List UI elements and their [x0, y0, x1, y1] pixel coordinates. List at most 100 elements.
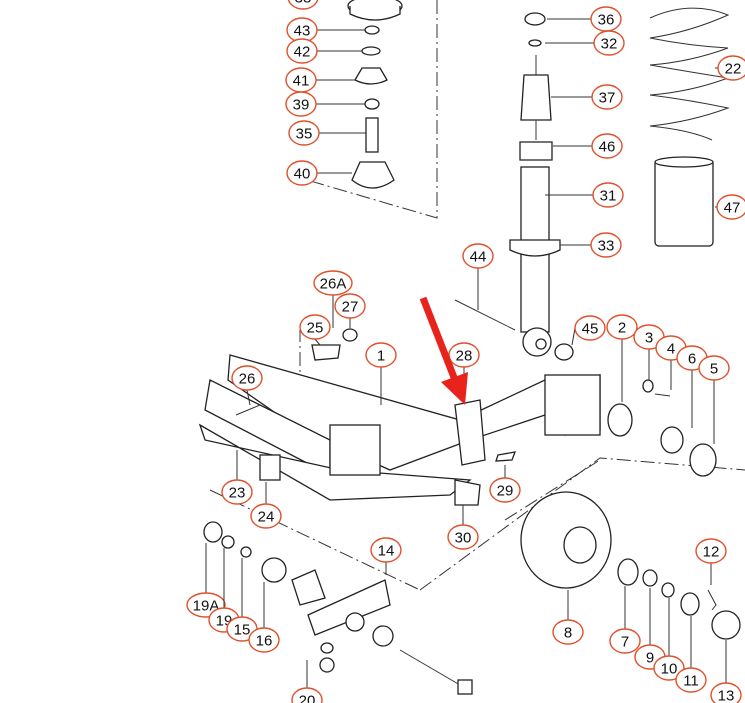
callout-7: 7: [609, 586, 641, 654]
callout-39: 39: [285, 91, 365, 117]
callout-number: 29: [497, 483, 514, 500]
callout-22: 22: [715, 55, 745, 81]
coil-spring: [649, 7, 730, 247]
callout-number: 26A: [320, 276, 347, 293]
callout-number: 4: [667, 341, 675, 358]
callout-number: 41: [293, 73, 310, 90]
callout-number: 45: [582, 321, 599, 338]
callout-circle: [489, 477, 521, 503]
callout-number: 33: [598, 238, 615, 255]
callout-number: 28: [456, 348, 473, 365]
callout-6: 6: [676, 345, 708, 428]
callout-13: 13: [710, 640, 742, 703]
callout-8: 8: [552, 590, 584, 645]
callout-circle: [313, 270, 353, 296]
callout-number: 10: [661, 661, 678, 678]
callout-circle: [299, 314, 331, 340]
callout-number: 15: [234, 622, 251, 639]
callout-41: 41: [285, 67, 355, 93]
callout-44: 44: [462, 243, 494, 310]
callout-circle: [462, 243, 494, 269]
callout-42: 42: [286, 38, 362, 64]
callout-46: 46: [553, 133, 623, 159]
callout-circle: [285, 91, 317, 117]
callout-number: 5: [710, 361, 718, 378]
callout-circle: [447, 524, 479, 550]
callout-number: 6: [688, 351, 696, 368]
callout-24: 24: [250, 482, 282, 529]
callout-circle: [370, 537, 402, 563]
callout-labels: 3843424139354036323746313322474426A27252…: [186, 0, 745, 703]
callout-circle: [286, 38, 318, 64]
callout-circle: [609, 628, 641, 654]
callout-number: 13: [718, 688, 735, 703]
callout-number: 14: [378, 543, 395, 560]
callout-number: 40: [294, 166, 311, 183]
callout-19a: 19A: [186, 543, 226, 618]
callout-number: 7: [621, 634, 629, 651]
callout-circle: [250, 503, 282, 529]
callout-number: 8: [564, 625, 572, 642]
leader-line: [246, 389, 251, 406]
callout-36: 36: [547, 6, 622, 32]
callout-circle: [695, 538, 727, 564]
callout-33: 33: [560, 232, 622, 258]
red-arrow-icon: [419, 296, 468, 405]
callout-45: 45: [571, 315, 606, 346]
callout-circle: [221, 479, 253, 505]
callout-circle: [552, 619, 584, 645]
callout-number: 30: [455, 530, 472, 547]
callout-27: 27: [334, 293, 366, 328]
callout-number: 42: [294, 44, 311, 61]
callout-23: 23: [221, 450, 253, 505]
callout-number: 39: [293, 97, 310, 114]
callout-number: 31: [600, 188, 617, 205]
callout-circle: [365, 342, 397, 368]
callout-43: 43: [286, 17, 365, 43]
shock-absorber: [509, 12, 561, 357]
callout-37: 37: [551, 84, 623, 110]
callout-35: 35: [288, 120, 366, 146]
mount-stack: [347, 0, 403, 189]
callout-29: 29: [489, 465, 521, 503]
callout-circle: [334, 293, 366, 319]
callout-47: 47: [715, 194, 745, 220]
callout-number: 20: [299, 693, 316, 703]
callout-number: 23: [229, 485, 246, 502]
callout-26a: 26A: [313, 270, 353, 328]
callout-number: 2: [618, 320, 626, 337]
callout-number: 43: [294, 23, 311, 40]
callout-1: 1: [365, 342, 397, 405]
callout-number: 38: [295, 0, 312, 7]
callout-circle: [591, 133, 623, 159]
callout-number: 47: [724, 200, 741, 217]
callout-circle: [590, 232, 622, 258]
callout-number: 19A: [193, 598, 220, 615]
callout-30: 30: [447, 505, 479, 550]
callout-number: 9: [646, 650, 654, 667]
callout-circle: [716, 194, 745, 220]
callout-number: 1: [377, 348, 385, 365]
callout-circle: [231, 365, 263, 391]
callout-circle: [593, 30, 625, 56]
hub-assembly: [520, 379, 741, 640]
callout-12: 12: [695, 538, 727, 585]
callout-15: 15: [226, 558, 258, 642]
callout-number: 46: [599, 139, 616, 156]
callout-number: 11: [683, 673, 699, 690]
callout-11: 11: [675, 616, 707, 693]
callout-circle: [698, 355, 730, 381]
callout-circle: [592, 182, 624, 208]
callout-circle: [717, 55, 745, 81]
callout-circle: [288, 120, 320, 146]
callout-circle: [675, 667, 707, 693]
callout-circle: [710, 682, 742, 703]
callout-circle: [653, 655, 685, 681]
callout-32: 32: [545, 30, 625, 56]
callout-number: 12: [703, 544, 720, 561]
callout-40: 40: [286, 160, 352, 186]
callout-number: 26: [239, 371, 256, 388]
callout-9: 9: [634, 588, 666, 670]
